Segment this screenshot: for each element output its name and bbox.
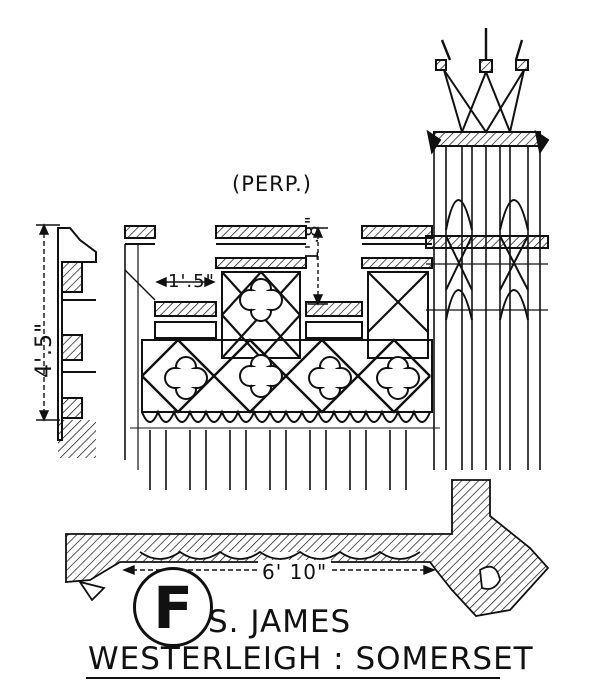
dim-merlon-height: 1'.8" [302,215,323,262]
dim-line-parapet-height [36,223,60,422]
plan-view [65,479,550,617]
dim-merlon-gap: 1'.5" [168,271,215,292]
dim-line-merlon-gap [155,276,216,288]
church-name: S. JAMES [208,604,352,640]
place-name: WESTERLEIGH : SOMERSET [88,641,534,677]
plate-letter: F [153,574,193,642]
section-profile [57,227,97,458]
style-label: (PERP.) [232,172,312,196]
dim-parapet-height: 4'.5" [32,321,57,378]
plate-circle: F [133,567,213,647]
dim-plan-span: 6' 10" [258,560,332,584]
pinnacle [425,28,550,470]
dim-line-merlon-height [308,226,328,306]
parapet-elevation [124,225,440,490]
